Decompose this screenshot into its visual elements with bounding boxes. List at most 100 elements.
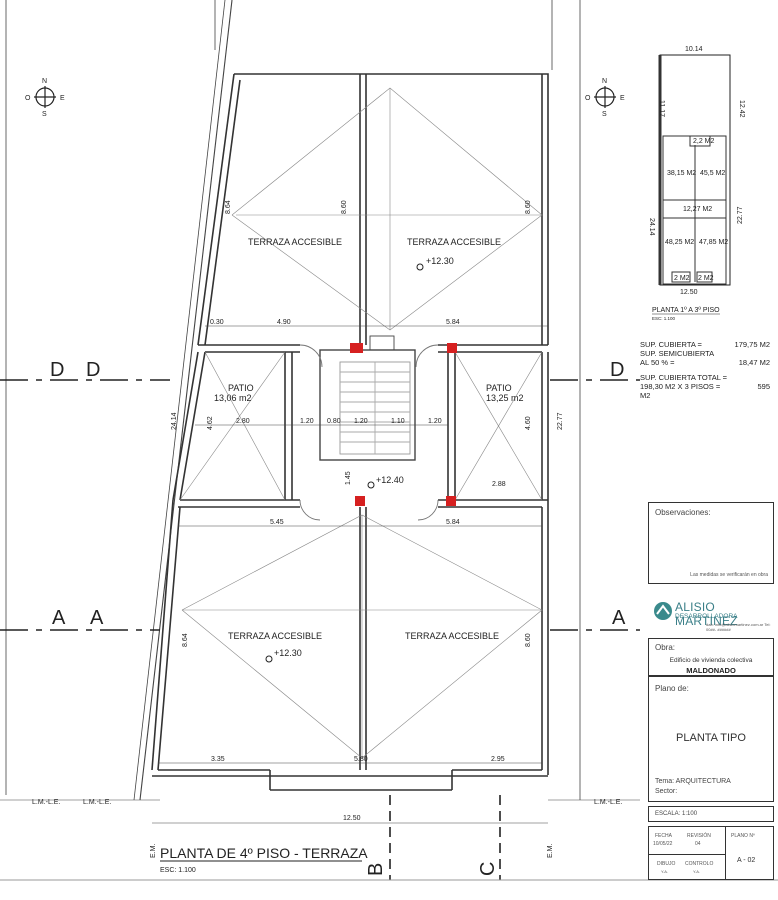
summary-cubierta-label: SUP. CUBIERTA = xyxy=(640,340,702,349)
plano-number-label: PLANO Nº xyxy=(731,833,755,839)
axis-d-left-1: D xyxy=(50,359,64,381)
summary-semicubierta-label: SUP. SEMICUBIERTA xyxy=(640,349,715,358)
compass-east-label: E xyxy=(60,95,65,102)
obra-name: MALDONADO xyxy=(686,666,736,675)
scale-panel: ESCALA: 1:100 xyxy=(648,806,774,822)
dim-580: 5.80 xyxy=(354,756,368,763)
compass-right-icon: N S E O xyxy=(585,78,625,118)
plano-name: PLANTA TIPO xyxy=(676,732,746,744)
key-area-48: 48,25 M2 xyxy=(665,239,694,246)
dim-top-left-depth: 8.64 xyxy=(225,200,232,214)
lm-label-1: L.M.-L.E. xyxy=(32,799,60,806)
dim-left-total: 24.14 xyxy=(171,412,178,430)
level-bottom: +12.30 xyxy=(274,648,302,658)
revision-value: 04 xyxy=(695,841,701,847)
compass-east-label: E xyxy=(620,95,625,102)
dim-top-mid-depth: 8.60 xyxy=(341,200,348,214)
summary-pisos-value: 595 xyxy=(757,382,770,391)
fecha-value: 10/05/22 xyxy=(653,841,673,847)
compass-north-label: N xyxy=(602,78,607,85)
dim-080: 0.80 xyxy=(327,418,341,425)
level-stair: +12.40 xyxy=(376,475,404,485)
patio-right-area: 13,25 m2 xyxy=(486,393,524,403)
sector-label: Sector: xyxy=(655,788,678,795)
terrace-label-top-right: TERRAZA ACCESIBLE xyxy=(407,237,501,247)
dim-295: 2.95 xyxy=(491,756,505,763)
tema-label: Tema: ARQUITECTURA xyxy=(655,778,731,785)
dim-584-top: 5.84 xyxy=(446,319,460,326)
company-logo-icon xyxy=(654,602,672,620)
compass-left-icon: N S E O xyxy=(25,78,65,118)
terrace-label-bottom-right: TERRAZA ACCESIBLE xyxy=(405,631,499,641)
level-marker-icon xyxy=(265,263,424,663)
dim-584-bot: 5.84 xyxy=(446,519,460,526)
key-area-2b: 2 M2 xyxy=(698,275,714,282)
key-plan xyxy=(658,54,731,286)
observations-panel: Observaciones: Las medidas se verificará… xyxy=(648,502,774,584)
company-panel: ALISIO MARTINEZ DESARROLLADORA dab: info… xyxy=(648,588,774,634)
compass-south-label: S xyxy=(42,111,47,118)
summary-m2-label: M2 xyxy=(640,391,651,400)
plano-label: Plano de: xyxy=(655,684,689,693)
axis-a-left-2: A xyxy=(90,607,104,629)
stair-core xyxy=(299,335,439,521)
patio-left-area: 13,06 m2 xyxy=(214,393,252,403)
dim-right-total: 22.77 xyxy=(557,412,564,430)
axis-c: C xyxy=(477,862,499,876)
observations-label: Observaciones: xyxy=(655,508,711,517)
axis-a-right: A xyxy=(612,607,626,629)
company-subtitle: DESARROLLADORA xyxy=(675,613,738,620)
plan-scale: ESC: 1.100 xyxy=(160,867,196,874)
key-plan-scale: ESC: 1.100 xyxy=(652,316,676,321)
dim-top-right-depth: 8.60 xyxy=(525,200,532,214)
summary-pisos-label: 198,30 M2 X 3 PISOS = xyxy=(640,382,721,391)
key-area-2a: 2 M2 xyxy=(674,275,690,282)
patio-left-label: PATIO xyxy=(228,383,254,393)
axis-b: B xyxy=(365,863,387,876)
dim-280: 2.80 xyxy=(236,418,250,425)
lm-label-2: L.M.-L.E. xyxy=(83,799,111,806)
axis-lines xyxy=(0,379,640,631)
control-value: Y.A. xyxy=(693,869,701,874)
compass-north-label: N xyxy=(42,78,47,85)
plano-number-value: A - 02 xyxy=(737,857,756,864)
key-bottom-width: 12.50 xyxy=(680,289,698,296)
dim-490: 4.90 xyxy=(277,319,291,326)
dim-335: 3.35 xyxy=(211,756,225,763)
dim-120c: 1.20 xyxy=(428,418,442,425)
summary-al50-label: AL 50 % = xyxy=(640,358,675,367)
lm-label-3: L.M.-L.E. xyxy=(594,799,622,806)
dim-bot-right-depth: 8.60 xyxy=(525,633,532,647)
key-right-total: 22.77 xyxy=(737,206,744,224)
company-name: ALISIO MARTINEZ xyxy=(675,600,738,628)
lot-lines xyxy=(5,0,581,801)
dibujo-label: DIBUJO xyxy=(657,861,676,867)
axis-d-right: D xyxy=(610,359,624,381)
compass-west-label: O xyxy=(25,95,31,102)
dim-110: 1.10 xyxy=(391,418,405,425)
key-area-45: 45,5 M2 xyxy=(700,170,725,177)
dibujo-value: Y.A. xyxy=(661,869,669,874)
dim-462: 4.62 xyxy=(207,416,214,430)
key-right-top: 12.42 xyxy=(738,100,745,118)
obra-label: Obra: xyxy=(655,643,676,652)
dim-120b: 1.20 xyxy=(354,418,368,425)
key-area-47: 47,85 M2 xyxy=(699,239,728,246)
compass-west-label: O xyxy=(585,95,591,102)
drawing-info-panel: FECHA 10/05/22 REVISIÓN 04 DIBUJO Y.A. C… xyxy=(648,826,774,880)
obra-panel: Obra: Edificio de vivienda colectiva MAL… xyxy=(648,638,774,676)
columns xyxy=(350,343,457,506)
key-left-total: 24.14 xyxy=(648,218,655,236)
em-label-left: E.M. xyxy=(150,844,157,858)
key-area-12: 12,27 M2 xyxy=(683,206,712,213)
control-label: CONTROLO xyxy=(685,861,714,867)
plano-panel: Plano de: PLANTA TIPO Tema: ARQUITECTURA… xyxy=(648,680,774,802)
dim-bot-left-depth: 8.64 xyxy=(182,633,189,647)
company-contact: dab: info@alisiomartinez.com.ar Tel: 00#… xyxy=(706,622,771,632)
axis-d-left-2: D xyxy=(86,359,100,381)
summary-al50-value: 18,47 M2 xyxy=(738,358,770,367)
fecha-label: FECHA xyxy=(655,833,672,839)
escala-label: ESCALA: 1:100 xyxy=(655,811,698,817)
key-plan-title: PLANTA 1º A 3º PISO xyxy=(652,307,720,314)
